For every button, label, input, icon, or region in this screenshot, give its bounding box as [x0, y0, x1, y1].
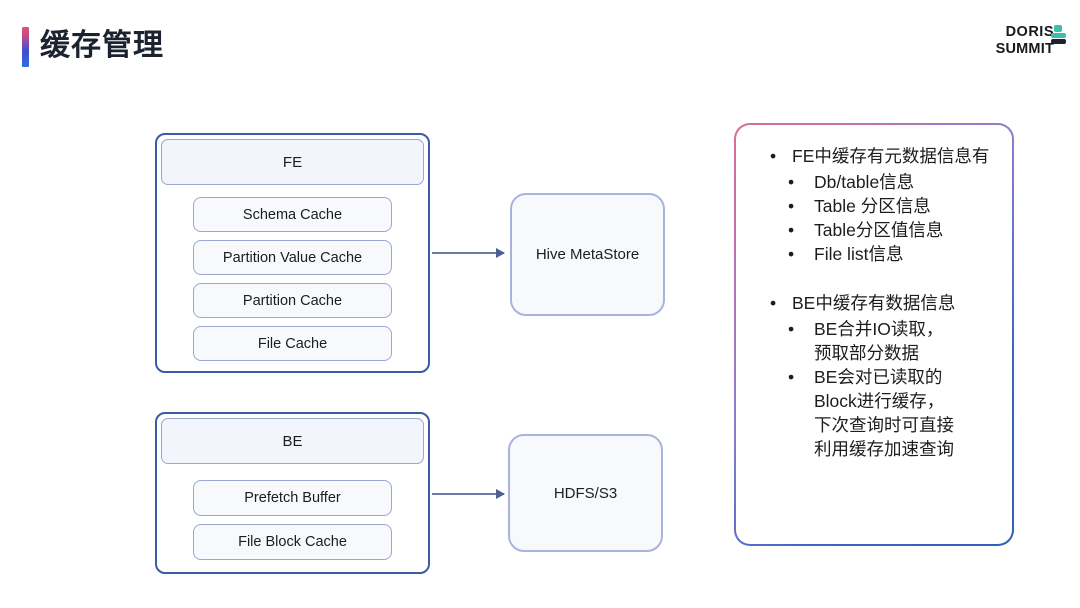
- fe-group-box: FE Schema Cache Partition Value Cache Pa…: [155, 133, 430, 373]
- notes-subbullet-merge-io: • BE合并IO读取， 预取部分数据: [788, 317, 998, 365]
- fe-group-title: FE: [161, 139, 424, 185]
- notes-subbullet-file-list: • File list信息: [788, 242, 998, 266]
- page-title: 缓存管理: [40, 29, 164, 62]
- notes-subbullet-file-list-text: File list信息: [814, 244, 904, 264]
- bullet-glyph-icon: •: [788, 244, 795, 264]
- logo-mark-top-shape: [1054, 25, 1062, 32]
- notes-panel-content: • FE中缓存有元数据信息有 • Db/table信息 • Table 分区信息…: [736, 125, 1012, 544]
- be-group-body: Prefetch Buffer File Block Cache: [157, 466, 428, 572]
- notes-subbullet-table-partition-text: Table 分区信息: [814, 196, 931, 216]
- be-group-title: BE: [161, 418, 424, 464]
- notes-group-fe: • FE中缓存有元数据信息有: [748, 145, 998, 168]
- cache-item-schema-cache[interactable]: Schema Cache: [193, 197, 392, 232]
- notes-panel: • FE中缓存有元数据信息有 • Db/table信息 • Table 分区信息…: [734, 123, 1014, 546]
- notes-subbullet-db-table: • Db/table信息: [788, 170, 998, 194]
- fe-group-body: Schema Cache Partition Value Cache Parti…: [157, 187, 428, 371]
- notes-bullet-be-text: BE中缓存有数据信息: [792, 293, 956, 313]
- notes-subbullet-merge-io-text: BE合并IO读取， 预取部分数据: [814, 319, 944, 363]
- notes-subbullet-table-partition-value-text: Table分区值信息: [814, 220, 944, 240]
- notes-subbullet-table-partition: • Table 分区信息: [788, 194, 998, 218]
- arrow-fe-to-hive-metastore: [432, 248, 505, 258]
- logo-mark-middle-shape: [1051, 33, 1066, 38]
- bullet-glyph-icon: •: [788, 196, 795, 216]
- bullet-glyph-icon: •: [788, 319, 795, 339]
- notes-subbullet-block-cache: • BE会对已读取的 Block进行缓存， 下次查询时可直接 利用缓存加速查询: [788, 365, 998, 461]
- bullet-glyph-icon: •: [770, 146, 777, 166]
- logo-mark-bottom-shape: [1051, 39, 1066, 44]
- doris-mark-icon: [1051, 25, 1068, 44]
- store-box-hive-metastore[interactable]: Hive MetaStore: [510, 193, 665, 316]
- notes-subbullet-db-table-text: Db/table信息: [814, 172, 915, 192]
- cache-item-file-cache[interactable]: File Cache: [193, 326, 392, 361]
- notes-group-be: • BE中缓存有数据信息: [748, 292, 998, 315]
- cache-item-partition-cache[interactable]: Partition Cache: [193, 283, 392, 318]
- bullet-glyph-icon: •: [788, 220, 795, 240]
- slide-header: 缓存管理 DORIS SUMMIT: [0, 0, 1080, 92]
- cache-item-partition-value-cache[interactable]: Partition Value Cache: [193, 240, 392, 275]
- bullet-glyph-icon: •: [788, 367, 795, 387]
- notes-bullet-fe-text: FE中缓存有元数据信息有: [792, 146, 990, 166]
- logo-text: DORIS SUMMIT: [996, 24, 1054, 58]
- store-box-hdfs-s3[interactable]: HDFS/S3: [508, 434, 663, 552]
- cache-item-file-block-cache[interactable]: File Block Cache: [193, 524, 392, 560]
- notes-bullet-fe: • FE中缓存有元数据信息有: [770, 145, 998, 168]
- notes-bullet-be: • BE中缓存有数据信息: [770, 292, 998, 315]
- arrow-be-to-hdfs-s3: [432, 489, 505, 499]
- be-group-box: BE Prefetch Buffer File Block Cache: [155, 412, 430, 574]
- notes-subgroup-fe: • Db/table信息 • Table 分区信息 • Table分区值信息 •…: [748, 170, 998, 266]
- cache-item-prefetch-buffer[interactable]: Prefetch Buffer: [193, 480, 392, 516]
- title-accent-bar: [22, 27, 29, 67]
- doris-summit-logo: DORIS SUMMIT: [958, 24, 1068, 66]
- notes-subgroup-be: • BE合并IO读取， 预取部分数据 • BE会对已读取的 Block进行缓存，…: [748, 317, 998, 461]
- logo-line-2: SUMMIT: [995, 41, 1054, 57]
- bullet-glyph-icon: •: [788, 172, 795, 192]
- notes-subbullet-block-cache-text: BE会对已读取的 Block进行缓存， 下次查询时可直接 利用缓存加速查询: [814, 367, 954, 459]
- notes-subbullet-table-partition-value: • Table分区值信息: [788, 218, 998, 242]
- notes-spacer: [748, 266, 998, 292]
- bullet-glyph-icon: •: [770, 293, 777, 313]
- logo-line-1: DORIS: [1005, 24, 1054, 40]
